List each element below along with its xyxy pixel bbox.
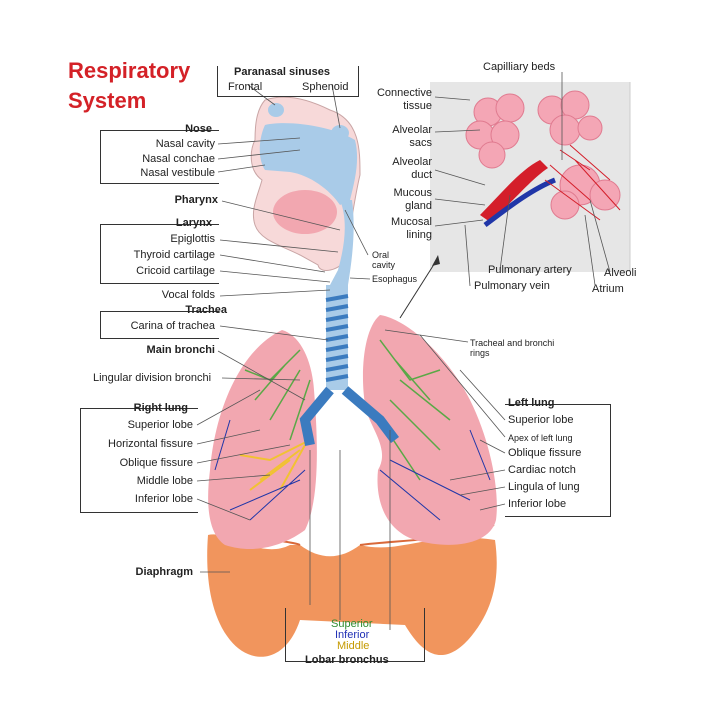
label-pharynx: Pharynx (174, 194, 218, 206)
nose-box (100, 130, 219, 184)
lobar-bronchus-box (285, 608, 425, 662)
label-thyroid-cartilage: Thyroid cartilage (133, 249, 215, 261)
paranasal-sinuses-heading: Paranasal sinuses (234, 66, 331, 78)
label-apex-of-left-lung: Apex of left lung (508, 433, 573, 443)
pulmonary-vessels-shape (480, 160, 548, 222)
label-sphenoid: Sphenoid (302, 81, 349, 93)
pharynx-shape (330, 200, 354, 285)
label-lobar-superior: Superior (331, 618, 373, 630)
label-alveolar-duct: Alveolar duct (392, 156, 432, 181)
right-lung-heading: Right lung (133, 402, 188, 414)
label-horizontal-fissure: Horizontal fissure (108, 438, 193, 450)
oral-cavity-shape (273, 190, 337, 234)
larynx-box (100, 224, 219, 284)
label-lobar-middle: Middle (337, 640, 370, 652)
label-lobar-inferior: Inferior (335, 629, 370, 641)
capillaries-shape (544, 144, 621, 221)
label-pulmonary-vein: Pulmonary vein (474, 280, 550, 292)
label-right-oblique-fissure: Oblique fissure (119, 457, 193, 469)
trachea-heading: Trachea (185, 304, 227, 316)
label-frontal: Frontal (228, 81, 263, 93)
label-epiglottis: Epiglottis (170, 233, 215, 245)
larynx-heading: Larynx (175, 217, 212, 229)
label-connective-tissue: Connective tissue (376, 87, 432, 112)
label-main-bronchi: Main bronchi (146, 344, 215, 356)
trachea-shape (299, 285, 399, 446)
inferior-bronchi (214, 419, 491, 521)
label-tracheal-bronchi-rings: Tracheal and bronchi rings (470, 338, 555, 358)
label-left-inferior-lobe: Inferior lobe (508, 498, 567, 510)
label-capillary-beds: Capilliary beds (483, 61, 556, 73)
label-alveolar-sacs: Alveolar sacs (392, 124, 432, 149)
left-lung-heading: Left lung (508, 397, 555, 409)
middle-lobe-bronchi (239, 439, 311, 491)
label-cricoid-cartilage: Cricoid cartilage (136, 265, 215, 277)
frontal-sinus-shape (268, 103, 284, 117)
label-pulmonary-artery: Pulmonary artery (488, 264, 572, 276)
label-mucosal-lining: Mucosal lining (391, 216, 432, 241)
label-left-oblique-fissure: Oblique fissure (508, 447, 582, 459)
label-middle-lobe: Middle lobe (136, 475, 193, 487)
sphenoid-sinus-shape (331, 125, 349, 141)
right-lung-shape (208, 330, 317, 550)
title-line-1: Respiratory (68, 58, 191, 83)
label-diaphragm: Diaphragm (135, 566, 193, 578)
label-nasal-conchae: Nasal conchae (142, 153, 215, 165)
right-lung-box (80, 408, 198, 513)
trachea-box (100, 311, 219, 339)
nasal-cavity-shape (259, 123, 358, 205)
label-nasal-cavity: Nasal cavity (155, 138, 215, 150)
label-vocal-folds: Vocal folds (161, 289, 215, 301)
label-right-superior-lobe: Superior lobe (127, 419, 193, 431)
label-cardiac-notch: Cardiac notch (508, 464, 576, 476)
label-lingular-division-bronchi: Lingular division bronchi (93, 372, 212, 384)
label-mucous-gland: Mucous gland (393, 187, 432, 212)
label-lingula-of-lung: Lingula of lung (508, 481, 580, 493)
inset-pointer (399, 257, 439, 319)
label-right-inferior-lobe: Inferior lobe (134, 493, 193, 505)
nose-heading: Nose (185, 123, 212, 135)
label-atrium: Atrium (592, 283, 624, 295)
lobar-bronchus-heading: Lobar bronchus (305, 654, 389, 666)
label-esophagus: Esophagus (372, 274, 418, 284)
left-lung-box (505, 404, 611, 517)
diagram-title: Respiratory System (68, 56, 190, 116)
leader-lines (196, 72, 611, 630)
left-lung-shape (362, 315, 497, 545)
label-oral-cavity: Oral cavity (372, 250, 396, 270)
paranasal-sinuses-box (217, 66, 359, 97)
label-left-superior-lobe: Superior lobe (508, 414, 574, 426)
label-carina-of-trachea: Carina of trachea (130, 320, 215, 332)
title-line-2: System (68, 88, 147, 113)
label-alveoli: Alveoli (604, 267, 637, 279)
label-nasal-vestibule: Nasal vestibule (140, 167, 215, 179)
